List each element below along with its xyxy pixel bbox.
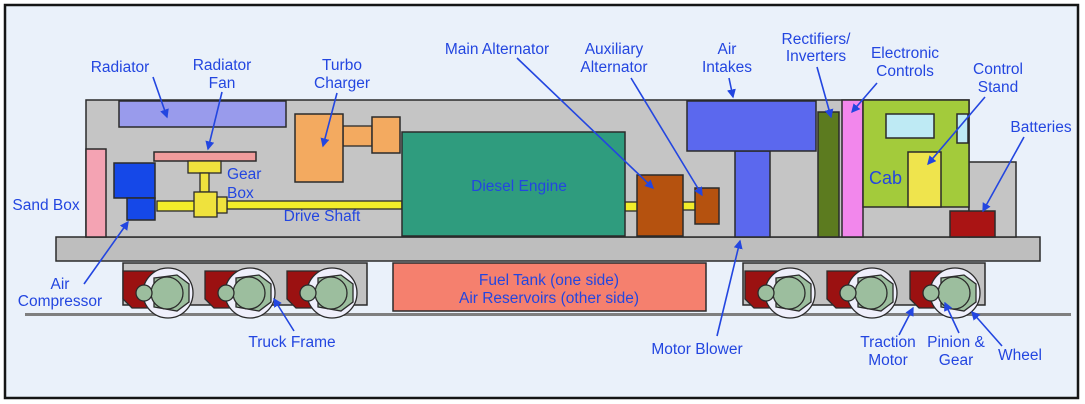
motor-blower-label: Motor Blower	[651, 341, 742, 358]
electronic-controls	[841, 99, 864, 238]
rectifiers-arrow	[816, 66, 834, 119]
batteries	[949, 210, 996, 238]
drive-shaft-label: Drive Shaft	[284, 208, 361, 225]
radiator-fan-label: Fan	[209, 75, 236, 92]
cab-label: Cab	[869, 168, 902, 188]
air-compressor-label: Air	[51, 276, 70, 293]
wheel-label: Wheel	[998, 347, 1042, 364]
turbo-charger-label: Charger	[314, 75, 370, 92]
air-compressor-lower	[126, 197, 156, 221]
fuel-tank-label: Air Reservoirs (other side)	[459, 290, 639, 307]
drive-shaft-left	[156, 200, 196, 212]
traction-motor-label: Motor	[868, 352, 908, 369]
fan-gear-stem	[199, 172, 210, 193]
gear-box-collar	[216, 196, 228, 214]
sand-box	[85, 148, 107, 238]
radiator-fan-arrow	[205, 91, 223, 151]
air-intakes-label: Air	[718, 41, 737, 58]
turbo-charger-arrow	[320, 92, 338, 148]
traction-motor-arrow	[898, 306, 914, 336]
batteries-label: Batteries	[1010, 119, 1071, 136]
turbo-charger-label: Turbo	[322, 57, 362, 74]
electronic-controls-label: Controls	[876, 63, 934, 80]
radiator	[118, 100, 287, 128]
motor-blower	[734, 150, 771, 238]
gear-box	[193, 191, 218, 218]
rectifiers-inverters-label: Inverters	[786, 48, 847, 65]
traction-motor-label: Traction	[860, 334, 915, 351]
control-stand-arrow	[927, 96, 986, 166]
truck-frame-label: Truck Frame	[248, 334, 335, 351]
control-stand-label: Stand	[978, 79, 1019, 96]
rectifiers-inverters	[817, 111, 840, 238]
fuel-tank	[392, 262, 707, 312]
diesel-engine	[401, 131, 626, 237]
electronic-controls-label: Electronic	[871, 45, 939, 62]
air-intakes-label: Intakes	[702, 59, 752, 76]
radiator-label: Radiator	[91, 59, 150, 76]
diesel-engine-label: Diesel Engine	[471, 178, 567, 195]
turbo-duct	[342, 125, 373, 147]
truck-frame-arrow	[273, 297, 295, 332]
turbo-charger	[294, 113, 344, 183]
fuel-tank-label: Fuel Tank (one side)	[479, 272, 619, 289]
control-stand-label: Control	[973, 61, 1023, 78]
rectifiers-inverters-label: Rectifiers/	[782, 31, 852, 48]
main-alternator	[636, 174, 684, 237]
fan-gear-bracket	[187, 160, 222, 174]
wheel-arrow	[971, 310, 1003, 347]
air-compressor-label: Compressor	[18, 293, 102, 310]
cab-side-window	[956, 113, 969, 144]
pinion-gear-arrow	[944, 301, 960, 334]
auxiliary-alternator-label: Auxiliary	[585, 41, 644, 58]
sand-box-label: Sand Box	[12, 197, 79, 214]
turbo-aux-box	[371, 116, 401, 154]
pinion-gear-label: Gear	[939, 352, 973, 369]
rail-line	[25, 313, 1071, 316]
air-intakes-arrow	[727, 77, 736, 99]
gear-box-label: Box	[227, 185, 254, 202]
deck-frame	[55, 236, 1041, 262]
gear-box-label: Gear	[227, 166, 261, 183]
radiator-arrow	[152, 76, 169, 119]
electronic-controls-arrow	[851, 82, 878, 114]
radiator-fan-label: Radiator	[193, 57, 252, 74]
air-compressor-arrow	[83, 220, 129, 285]
auxiliary-alternator-arrow	[630, 77, 703, 197]
cab-windshield	[885, 113, 935, 139]
motor-blower-arrow	[716, 239, 743, 337]
auxiliary-alternator	[694, 187, 720, 225]
pinion-gear-label: Pinion &	[927, 334, 985, 351]
control-stand	[907, 151, 942, 208]
auxiliary-alternator-label: Alternator	[580, 59, 647, 76]
radiator-fan	[153, 151, 257, 162]
air-intakes	[686, 100, 817, 152]
main-alternator-arrow	[516, 57, 655, 189]
air-compressor-upper	[113, 162, 156, 199]
main-alternator-label: Main Alternator	[445, 41, 549, 58]
batteries-arrow	[982, 136, 1025, 213]
